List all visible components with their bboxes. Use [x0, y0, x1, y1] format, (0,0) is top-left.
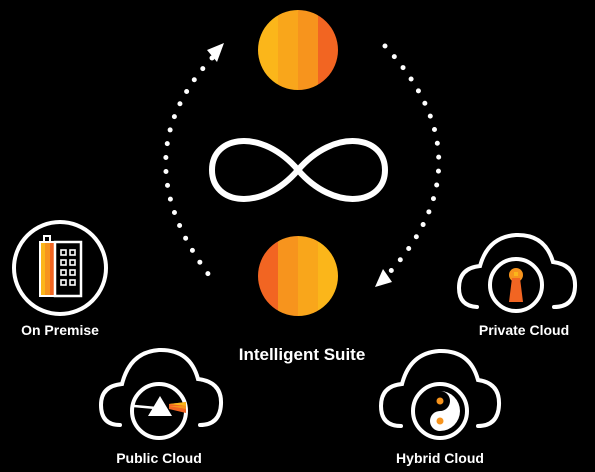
private-cloud-label: Private Cloud: [478, 322, 570, 338]
hybrid-cloud-label: Hybrid Cloud: [396, 450, 484, 466]
top-arrow-icon: [207, 43, 224, 62]
public-cloud-label: Public Cloud: [116, 450, 202, 466]
bottom-orange-circle: [258, 236, 338, 316]
cloud-yin-yang-icon: [378, 348, 502, 440]
infinity-icon: [209, 138, 388, 202]
on-premise-label: On Premise: [21, 322, 99, 338]
cloud-prism-icon: [98, 347, 224, 440]
top-orange-circle: [258, 10, 338, 90]
left-dotted-arc: [163, 55, 218, 286]
bottom-arrow-icon: [375, 269, 392, 287]
right-dotted-arc: [382, 43, 442, 275]
building-icon: [12, 220, 108, 316]
intelligent-suite-title: Intelligent Suite: [238, 345, 366, 364]
cloud-keyhole-icon: [456, 232, 578, 313]
